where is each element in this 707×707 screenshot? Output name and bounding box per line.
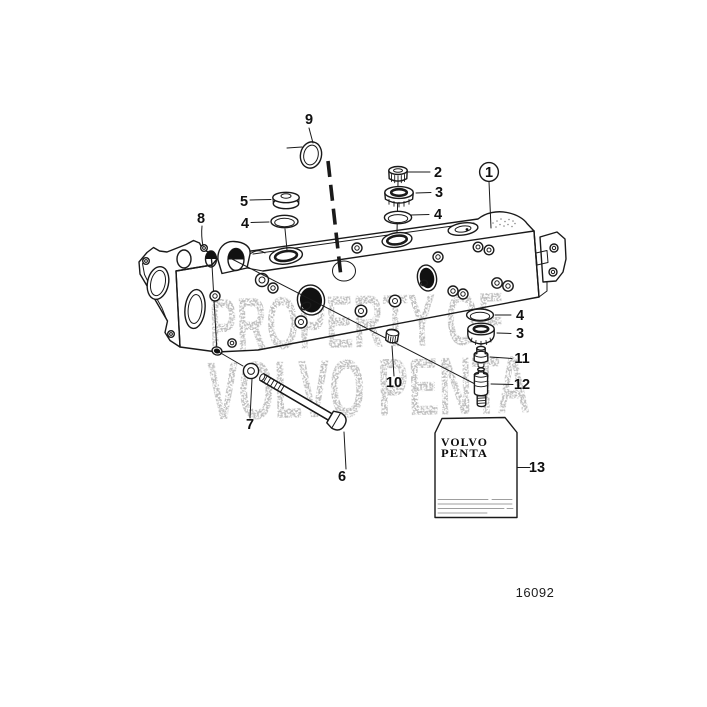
callout-11-label: 11 [514, 351, 529, 367]
callout-12-label: 12 [514, 377, 530, 393]
callout-6-label: 6 [338, 469, 346, 485]
part-9-sealing-ring [299, 141, 323, 169]
part-5-cap [272, 191, 300, 210]
part-13-decal-box: VOLVO PENTA [434, 416, 518, 519]
callout-7-label: 7 [246, 417, 254, 433]
callout-10-label: 10 [386, 375, 402, 391]
callout-1-label: 1 [485, 165, 493, 181]
decal-brand-line-2: PENTA [441, 448, 488, 460]
callout-9-label: 9 [305, 112, 313, 128]
callout-4-left-label: 4 [241, 216, 249, 232]
callout-4-side-label: 4 [516, 308, 524, 324]
part-2-plug [388, 165, 408, 184]
part-12-connector [473, 367, 489, 408]
part-11-nipple [473, 345, 489, 368]
part-10-plug-small [385, 328, 400, 344]
callout-2-label: 2 [434, 165, 442, 181]
callout-3-top-label: 3 [435, 185, 443, 201]
top-left-boss [204, 240, 266, 275]
right-bracket [535, 231, 567, 283]
drawing-number: 16092 [516, 585, 555, 600]
part-4-ring-right [465, 308, 495, 322]
part-4-ring-top [383, 210, 413, 225]
end-flange [138, 239, 213, 348]
callout-5-label: 5 [240, 194, 248, 210]
callout-8-label: 8 [197, 211, 205, 227]
callout-4-top-label: 4 [434, 207, 442, 223]
part-6-bolt [259, 373, 347, 431]
part-4-ring-left [270, 214, 299, 229]
part-3-sleeve-right [467, 322, 495, 346]
cast-texture-dots [492, 218, 516, 228]
decal-brand-line-1: VOLVO [441, 437, 488, 449]
top-ports [268, 222, 479, 265]
callouts: 9 5 4 8 2 3 4 1 4 3 11 12 10 7 6 13 [197, 112, 545, 485]
callout-13-label: 13 [529, 460, 545, 476]
callout-3-side-label: 3 [516, 326, 524, 342]
part-3-sleeve-top [384, 185, 414, 208]
part-7-washer [242, 362, 260, 380]
assembly-axis-lines [218, 160, 478, 386]
